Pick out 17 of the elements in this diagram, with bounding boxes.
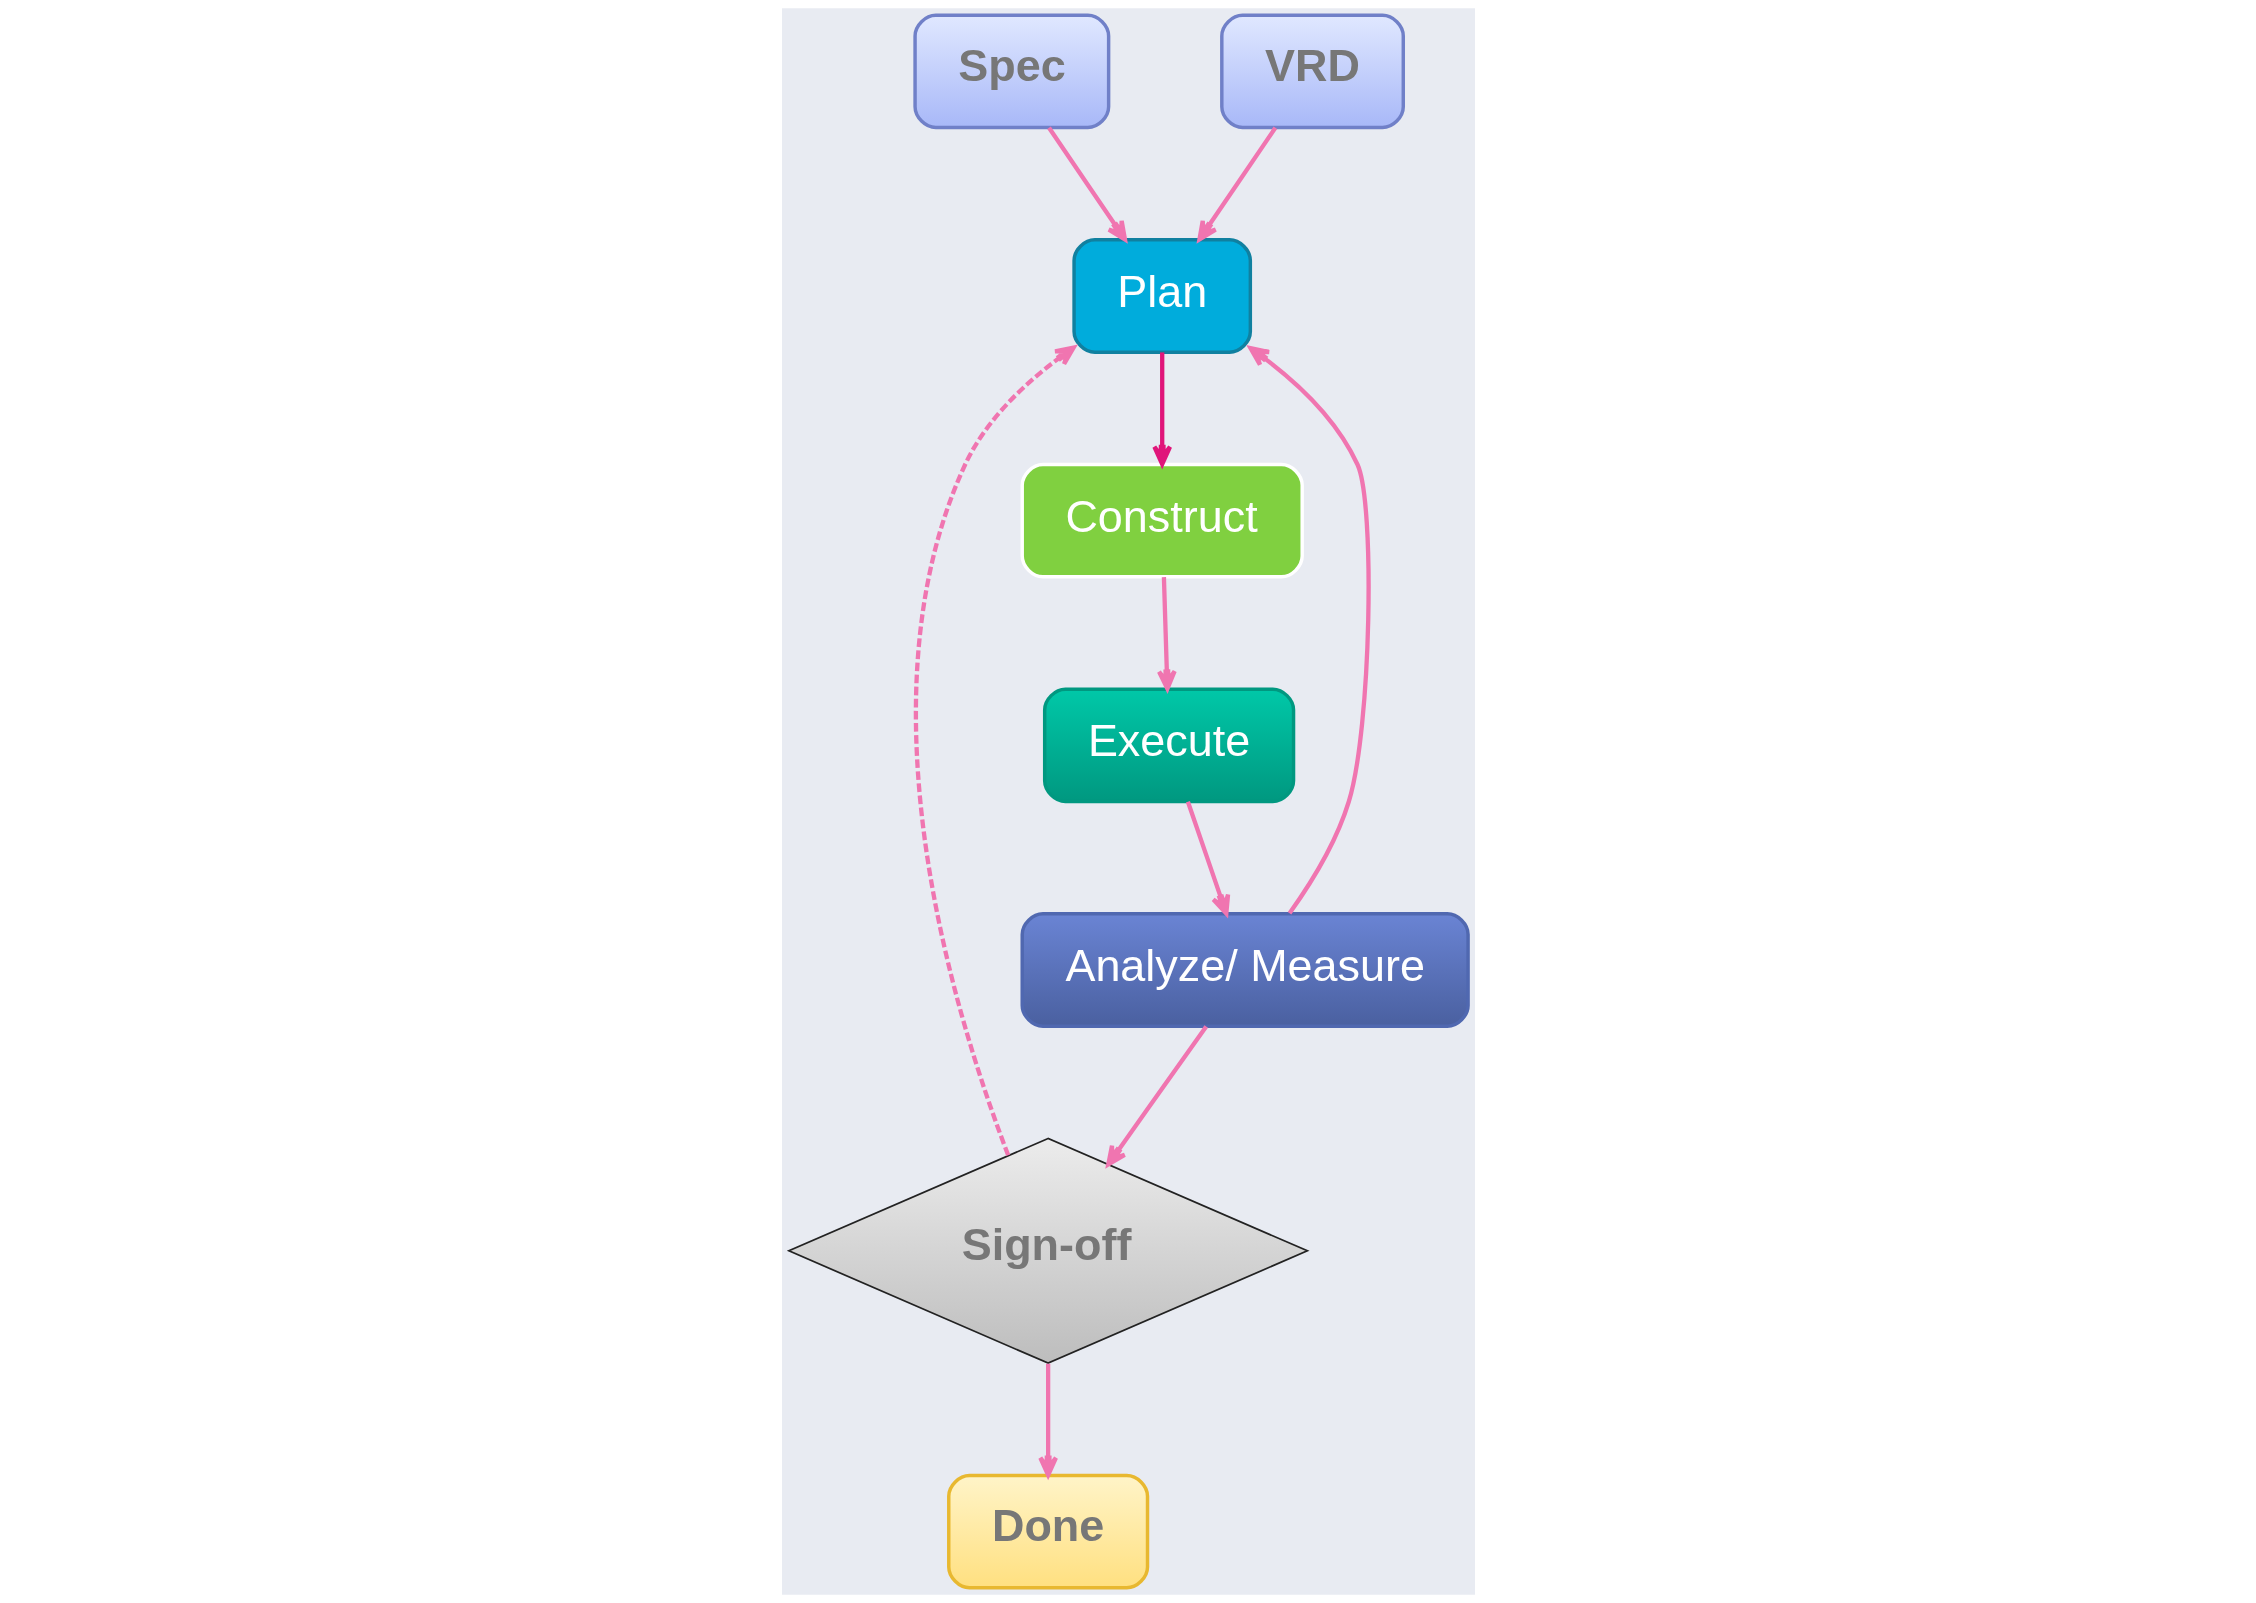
arrow [1247, 346, 1371, 915]
node-box: Done [946, 1473, 1149, 1590]
arrow [1185, 801, 1230, 916]
arrow [1037, 1363, 1058, 1478]
arrow [1046, 126, 1127, 242]
arrow [1105, 1025, 1208, 1167]
node-diamond: Sign-off [786, 1137, 1310, 1365]
node-box: Spec [912, 13, 1110, 130]
node-box: Plan [1071, 238, 1252, 354]
node-box: Analyze/ Measure [1020, 912, 1470, 1028]
node-box: Construct [1020, 462, 1304, 579]
node-box: Execute [1042, 687, 1295, 804]
node-box: VRD [1219, 13, 1405, 130]
arrow [1196, 126, 1277, 242]
arrow [913, 345, 1076, 1156]
arrow [1156, 577, 1177, 691]
arrow [1151, 352, 1172, 467]
